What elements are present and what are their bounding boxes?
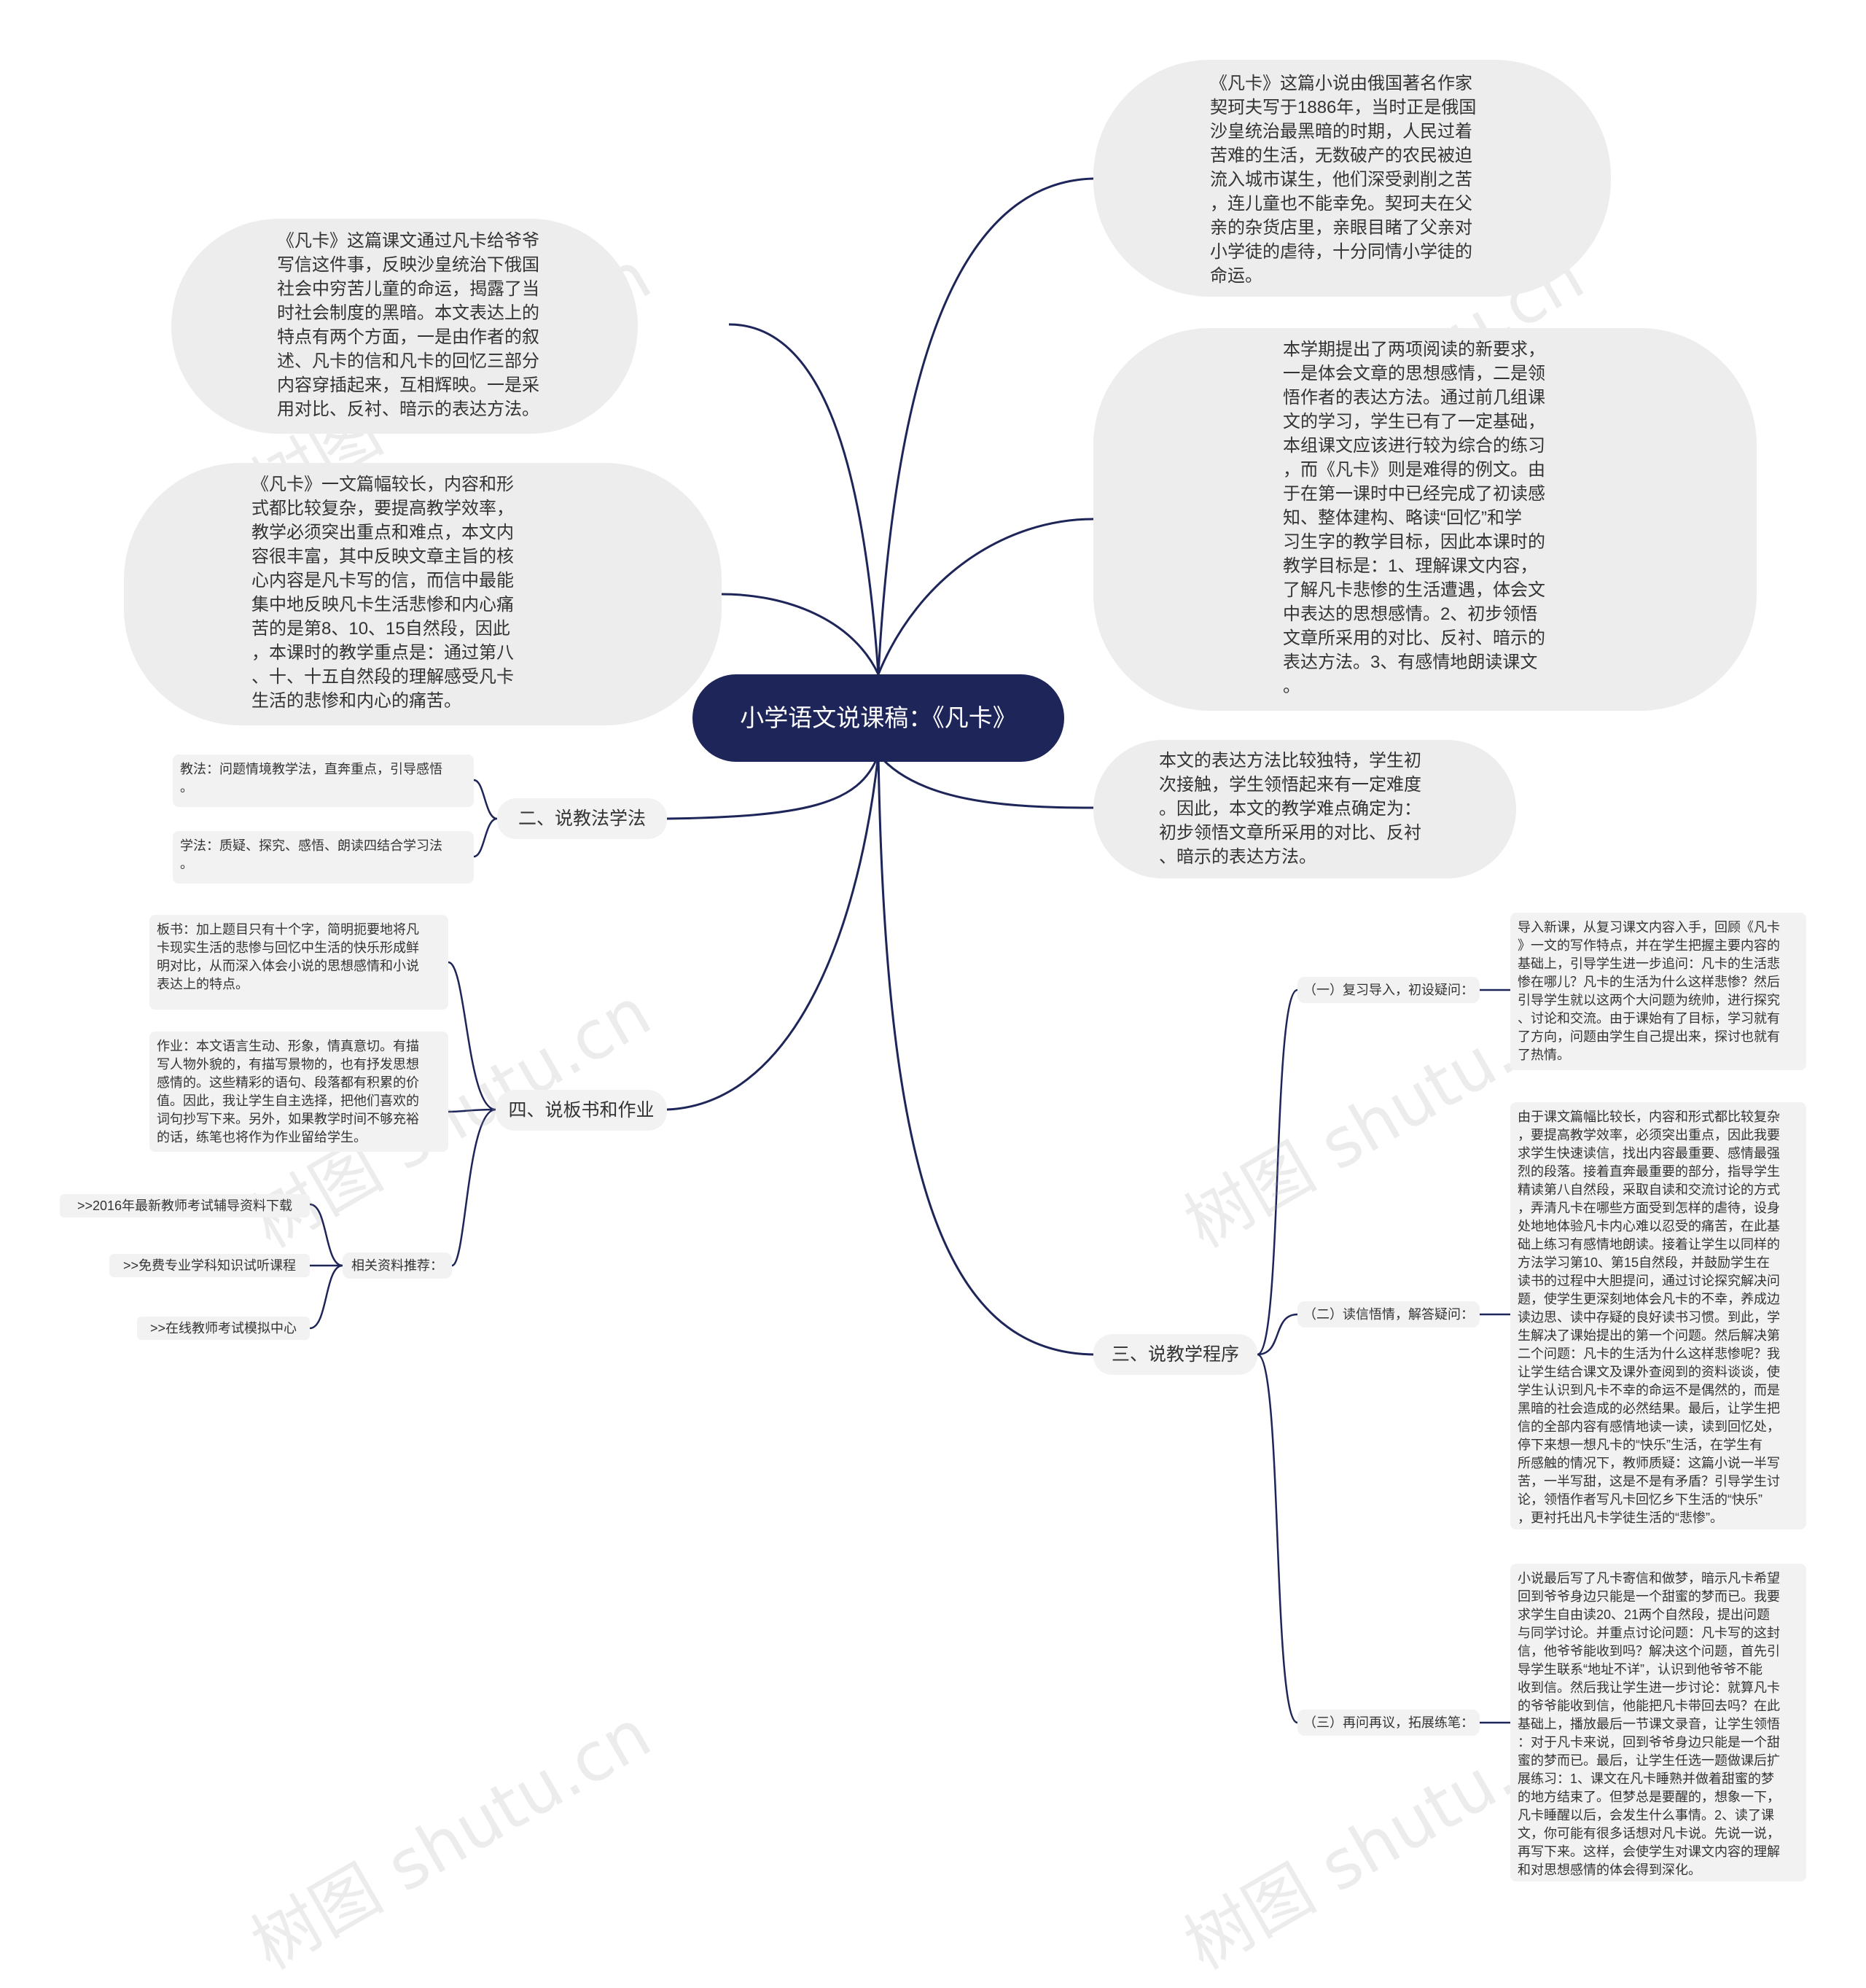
branch-board-and-homework[interactable]: 四、说板书和作业 bbox=[496, 1090, 667, 1131]
resource-link[interactable]: >>免费专业学科知识试听课程 bbox=[109, 1254, 310, 1277]
connector-lines bbox=[309, 177, 1516, 1724]
teaching-method-item[interactable]: 教法：问题情境教学法，直奔重点，引导感悟 。 bbox=[173, 755, 474, 807]
link-center-b3 bbox=[877, 754, 1094, 1356]
central-topic[interactable]: 小学语文说课稿：《凡卡》 bbox=[692, 674, 1064, 762]
bubble-teaching-focus[interactable]: 《凡卡》一文篇幅较长，内容和形 式都比较复杂，要提高教学效率， 教学必须突出重点… bbox=[124, 463, 722, 725]
step-3-detail[interactable]: 小说最后写了凡卡寄信和做梦，暗示凡卡希望 回到爷爷身边只能是一个甜蜜的梦而已。我… bbox=[1510, 1564, 1806, 1882]
bubble-teaching-difficulty[interactable]: 本文的表达方法比较独特，学生初 次接触，学生领悟起来有一定难度 。因此，本文的教… bbox=[1093, 740, 1516, 878]
link-center-top-right bbox=[877, 177, 1094, 675]
branch-teaching-procedure[interactable]: 三、说教学程序 bbox=[1093, 1334, 1257, 1375]
link-center-b4 bbox=[666, 754, 880, 1111]
learning-method-item[interactable]: 学法：质疑、探究、感悟、朗读四结合学习法 。 bbox=[173, 831, 474, 884]
link-center-top-left bbox=[728, 323, 880, 675]
homework-detail[interactable]: 作业：本文语言生动、形象，情真意切。有描 写人物外貌的，有描写景物的，也有抒发思… bbox=[149, 1032, 448, 1152]
link-center-b2 bbox=[666, 754, 880, 820]
step-3-label[interactable]: （三）再问再议，拓展练笔： bbox=[1297, 1710, 1480, 1736]
step-1-label[interactable]: （一）复习导入，初设疑问： bbox=[1297, 977, 1480, 1003]
bubble-author-background[interactable]: 《凡卡》这篇小说由俄国著名作家 契珂夫写于1886年，当时正是俄国 沙皇统治最黑… bbox=[1093, 60, 1611, 297]
link-b3-steps bbox=[1257, 989, 1298, 1724]
step-2-detail[interactable]: 由于课文篇幅比较长，内容和形式都比较复杂 ，要提高教学效率，必须突出重点，因此我… bbox=[1510, 1102, 1806, 1529]
link-b4-items bbox=[448, 961, 496, 1267]
bubble-teaching-goals[interactable]: 本学期提出了两项阅读的新要求， 一是体会文章的思想感情，二是领 悟作者的表达方法… bbox=[1093, 328, 1757, 711]
link-b2-items bbox=[473, 779, 498, 858]
step-2-label[interactable]: （二）读信悟情，解答疑问： bbox=[1297, 1301, 1480, 1328]
branch-teaching-methods[interactable]: 二、说教法学法 bbox=[497, 798, 667, 839]
board-design-detail[interactable]: 板书：加上题目只有十个字，简明扼要地将凡 卡现实生活的悲惨与回忆中生活的快乐形成… bbox=[149, 915, 448, 1010]
resource-link[interactable]: >>2016年最新教师考试辅导资料下载 bbox=[60, 1194, 310, 1217]
link-resources bbox=[309, 1203, 343, 1330]
bubble-text-overview[interactable]: 《凡卡》这篇课文通过凡卡给爷爷 写信这件事，反映沙皇统治下俄国 社会中穷苦儿童的… bbox=[171, 219, 638, 434]
resource-link[interactable]: >>在线教师考试模拟中心 bbox=[137, 1317, 310, 1340]
link-center-mid-left bbox=[721, 593, 880, 675]
link-center-mid-right bbox=[877, 518, 1094, 675]
link-center-low-right bbox=[877, 754, 1094, 809]
related-resources-label[interactable]: 相关资料推荐： bbox=[343, 1252, 452, 1279]
step-1-detail[interactable]: 导入新课，从复习课文内容入手，回顾《凡卡 》一文的写作特点，并在学生把握主要内容… bbox=[1510, 913, 1806, 1070]
